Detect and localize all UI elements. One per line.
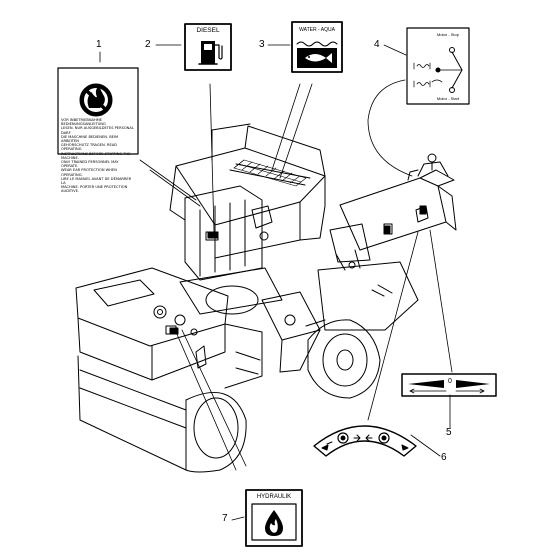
warning-line: ONLY TRAINED PERSONNEL MAY OPERATE. (61, 160, 119, 169)
hydraulic-decal-on-machine (169, 327, 179, 335)
callout-3: 3 (259, 39, 265, 50)
vibration-decal (406, 27, 470, 105)
warning-line: VOR INBETRIEBNAHME BEDIENUNGSANLEITUNG (61, 118, 106, 127)
warning-line: GEHÖRSCHUTZ TRAGEN. READ OPERATING (61, 143, 117, 152)
fish-icon (305, 53, 332, 63)
warning-decal (57, 67, 139, 155)
hydraulic-label: HYDRAULIK (256, 494, 292, 500)
diesel-decal-on-machine (207, 231, 219, 239)
vibration-bottom-label: Motor - Start (436, 96, 460, 101)
callout-1: 1 (96, 39, 102, 50)
direction-arrows-icon (408, 380, 490, 394)
warning-line: MACHINE. PORTER UNE PROTECTION AUDITIVE. (61, 185, 128, 194)
diesel-label: DIESEL (196, 27, 220, 34)
callout-5: 5 (446, 427, 452, 438)
wave-icon (296, 41, 338, 47)
front-drum (77, 323, 263, 473)
vibration-top-label: Motor - Stop (436, 32, 459, 37)
handle-assembly (339, 153, 457, 251)
diesel-decal (184, 23, 232, 71)
rear-frame (317, 223, 419, 331)
no-fire-icon (79, 83, 113, 117)
warning-text-block: VOR INBETRIEBNAHME BEDIENUNGSANLEITUNG L… (61, 118, 136, 194)
callout-4: 4 (374, 39, 380, 50)
water-decal (291, 21, 343, 73)
speed-decal-on-machine (419, 205, 427, 215)
warning-line: INSTRUCTIONS BEFORE STARTING THE MACHINE… (61, 151, 131, 160)
warning-line: DIE MASCHINE BEDIENEN. BEIM ARBEITEN (61, 134, 119, 144)
warning-line: LESEN. NUR AUSGEBILDETES PERSONAL DARF (61, 126, 134, 135)
rear-drum (305, 319, 381, 399)
articulation (261, 291, 321, 373)
grille (233, 159, 307, 187)
leader-lines (99, 44, 453, 521)
water-label: WATER - AQUA (299, 27, 335, 33)
vibration-lever-icon (413, 47, 463, 93)
engine-block (169, 165, 283, 315)
warning-line: LIRE LE MANUEL AVANT DE DÉMARRER LA (61, 176, 132, 186)
callout-2: 2 (145, 39, 151, 50)
fuel-pump-icon (198, 41, 223, 65)
front-console (75, 267, 229, 381)
direction-decal (401, 373, 497, 397)
hydraulic-decal (245, 489, 303, 547)
engine-housing (175, 123, 326, 259)
flame-drop-icon (265, 510, 283, 536)
callout-6: 6 (441, 452, 447, 463)
direction-decal-on-machine (383, 225, 391, 234)
callout-7: 7 (222, 513, 228, 524)
speed-control-decal (313, 425, 417, 457)
warning-line: WEAR EAR PROTECTION WHEN OPERATING. (61, 168, 117, 177)
direction-zero-label: 0 (448, 378, 452, 385)
speed-control-icon (321, 432, 409, 451)
